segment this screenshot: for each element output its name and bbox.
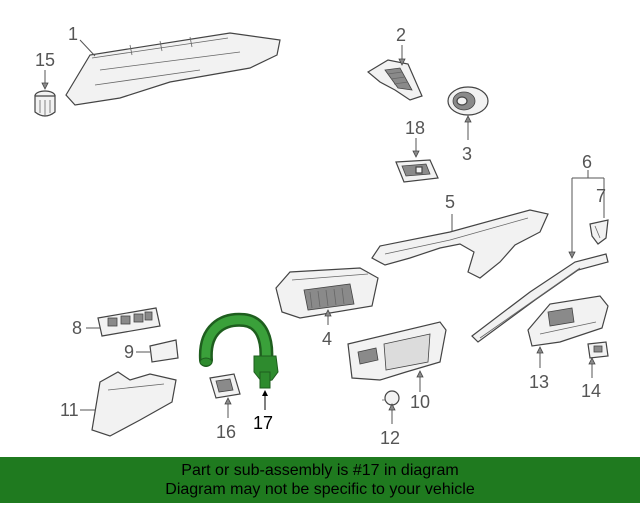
callout-16: 16 — [216, 422, 236, 442]
part-15-knob — [34, 90, 56, 117]
callout-15: 15 — [35, 50, 55, 70]
part-9-bracket — [149, 339, 179, 363]
part-6-side-trim — [471, 253, 609, 343]
parts-diagram: 15 1 2 3 18 5 6 7 — [34, 24, 609, 448]
callout-8: 8 — [72, 318, 82, 338]
callout-14: 14 — [581, 381, 601, 401]
part-8-switch-panel — [97, 307, 161, 337]
callout-1: 1 — [68, 24, 78, 44]
callout-4: 4 — [322, 329, 332, 349]
part-18-switch — [395, 159, 439, 183]
banner-line-1: Part or sub-assembly is #17 in diagram — [181, 462, 459, 479]
callout-11: 11 — [60, 400, 79, 420]
part-12-bulb — [382, 390, 400, 406]
callout-13: 13 — [529, 372, 549, 392]
part-11-lower-panel — [91, 371, 177, 437]
callout-17: 17 — [253, 413, 273, 433]
banner-line-2: Diagram may not be specific to your vehi… — [165, 481, 475, 498]
callout-7: 7 — [596, 186, 606, 206]
callout-6: 6 — [582, 152, 592, 172]
part-14-latch — [587, 341, 609, 359]
info-banner: Part or sub-assembly is #17 in diagram D… — [0, 457, 640, 503]
callout-18: 18 — [405, 118, 425, 138]
part-13-glove-box — [527, 295, 609, 347]
leader-1 — [79, 39, 96, 57]
part-16-connector — [209, 373, 241, 399]
callout-9: 9 — [124, 342, 134, 362]
part-1-dash-pad — [65, 32, 281, 106]
part-10-center-bezel — [347, 321, 447, 381]
callout-5: 5 — [445, 192, 455, 212]
callout-10: 10 — [410, 392, 430, 412]
part-3-round-vent — [447, 86, 489, 116]
part-17-duct-highlighted — [198, 312, 279, 389]
part-7-clip — [589, 219, 609, 245]
callout-12: 12 — [380, 428, 400, 448]
part-5-instrument-panel — [371, 209, 549, 279]
part-4-center-vent — [275, 267, 379, 319]
callout-3: 3 — [462, 144, 472, 164]
part-2-side-vent — [366, 59, 423, 101]
callout-2: 2 — [396, 25, 406, 45]
